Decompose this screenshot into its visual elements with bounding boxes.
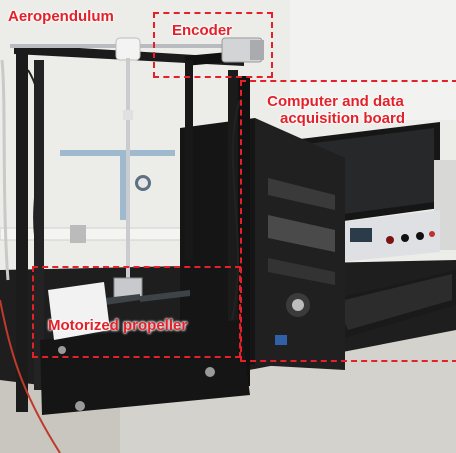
pendulum-hub: [115, 37, 141, 61]
computer-box: [240, 80, 456, 362]
label-motorized-propeller: Motorized propeller: [48, 317, 188, 334]
frame-post-left-back: [34, 60, 44, 390]
label-encoder: Encoder: [172, 22, 233, 39]
base-plate: [40, 320, 250, 415]
frame-post-right-back: [228, 70, 238, 370]
propeller-box: [32, 266, 241, 358]
frame-post-left-front: [16, 52, 28, 412]
label-computer-line1: Computer and data: [267, 93, 404, 110]
pendulum-rod: [126, 58, 130, 290]
label-aeropendulum: Aeropendulum: [8, 8, 114, 25]
label-computer-line2: acquisition board: [280, 110, 406, 127]
label-computer: Computer and data acquisition board: [266, 93, 405, 127]
foam-block: [48, 282, 110, 340]
encoder-box: [153, 12, 273, 78]
